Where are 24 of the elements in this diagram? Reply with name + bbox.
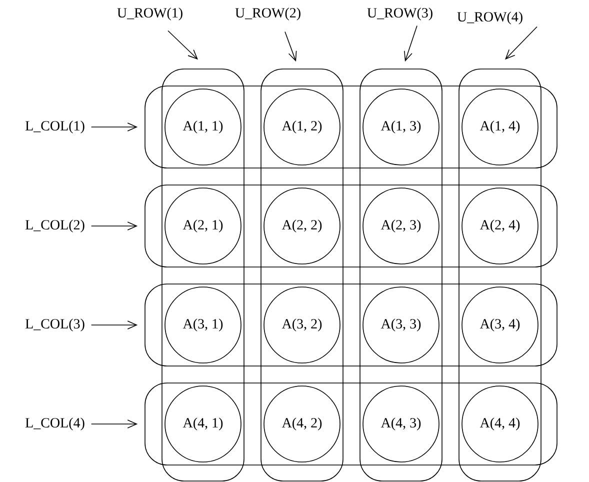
arrow-label: U_ROW(2) [235, 8, 300, 20]
row-box [144, 184, 558, 268]
column-box [260, 68, 344, 482]
column-box [360, 68, 442, 482]
arrow [90, 222, 138, 230]
column-box [458, 68, 542, 482]
row-box [144, 284, 558, 366]
arrow-label: L_COL(3) [25, 318, 84, 332]
arrow-label: U_ROW(3) [367, 8, 432, 20]
arrow [90, 122, 138, 132]
arrow [505, 26, 538, 60]
column-box [162, 68, 244, 482]
arrow-label: L_COL(4) [25, 418, 84, 430]
row-box [144, 86, 558, 168]
row-box [144, 382, 558, 466]
arrow-label: L_COL(1) [25, 120, 84, 134]
arrow [404, 25, 418, 62]
arrow-label: U_ROW(4) [457, 12, 522, 24]
arrow [168, 30, 198, 60]
arrow [90, 320, 138, 330]
arrow [90, 420, 138, 428]
arrow-label: U_ROW(1) [117, 8, 182, 20]
arrow-label: L_COL(2) [25, 220, 84, 232]
arrow [284, 31, 297, 62]
